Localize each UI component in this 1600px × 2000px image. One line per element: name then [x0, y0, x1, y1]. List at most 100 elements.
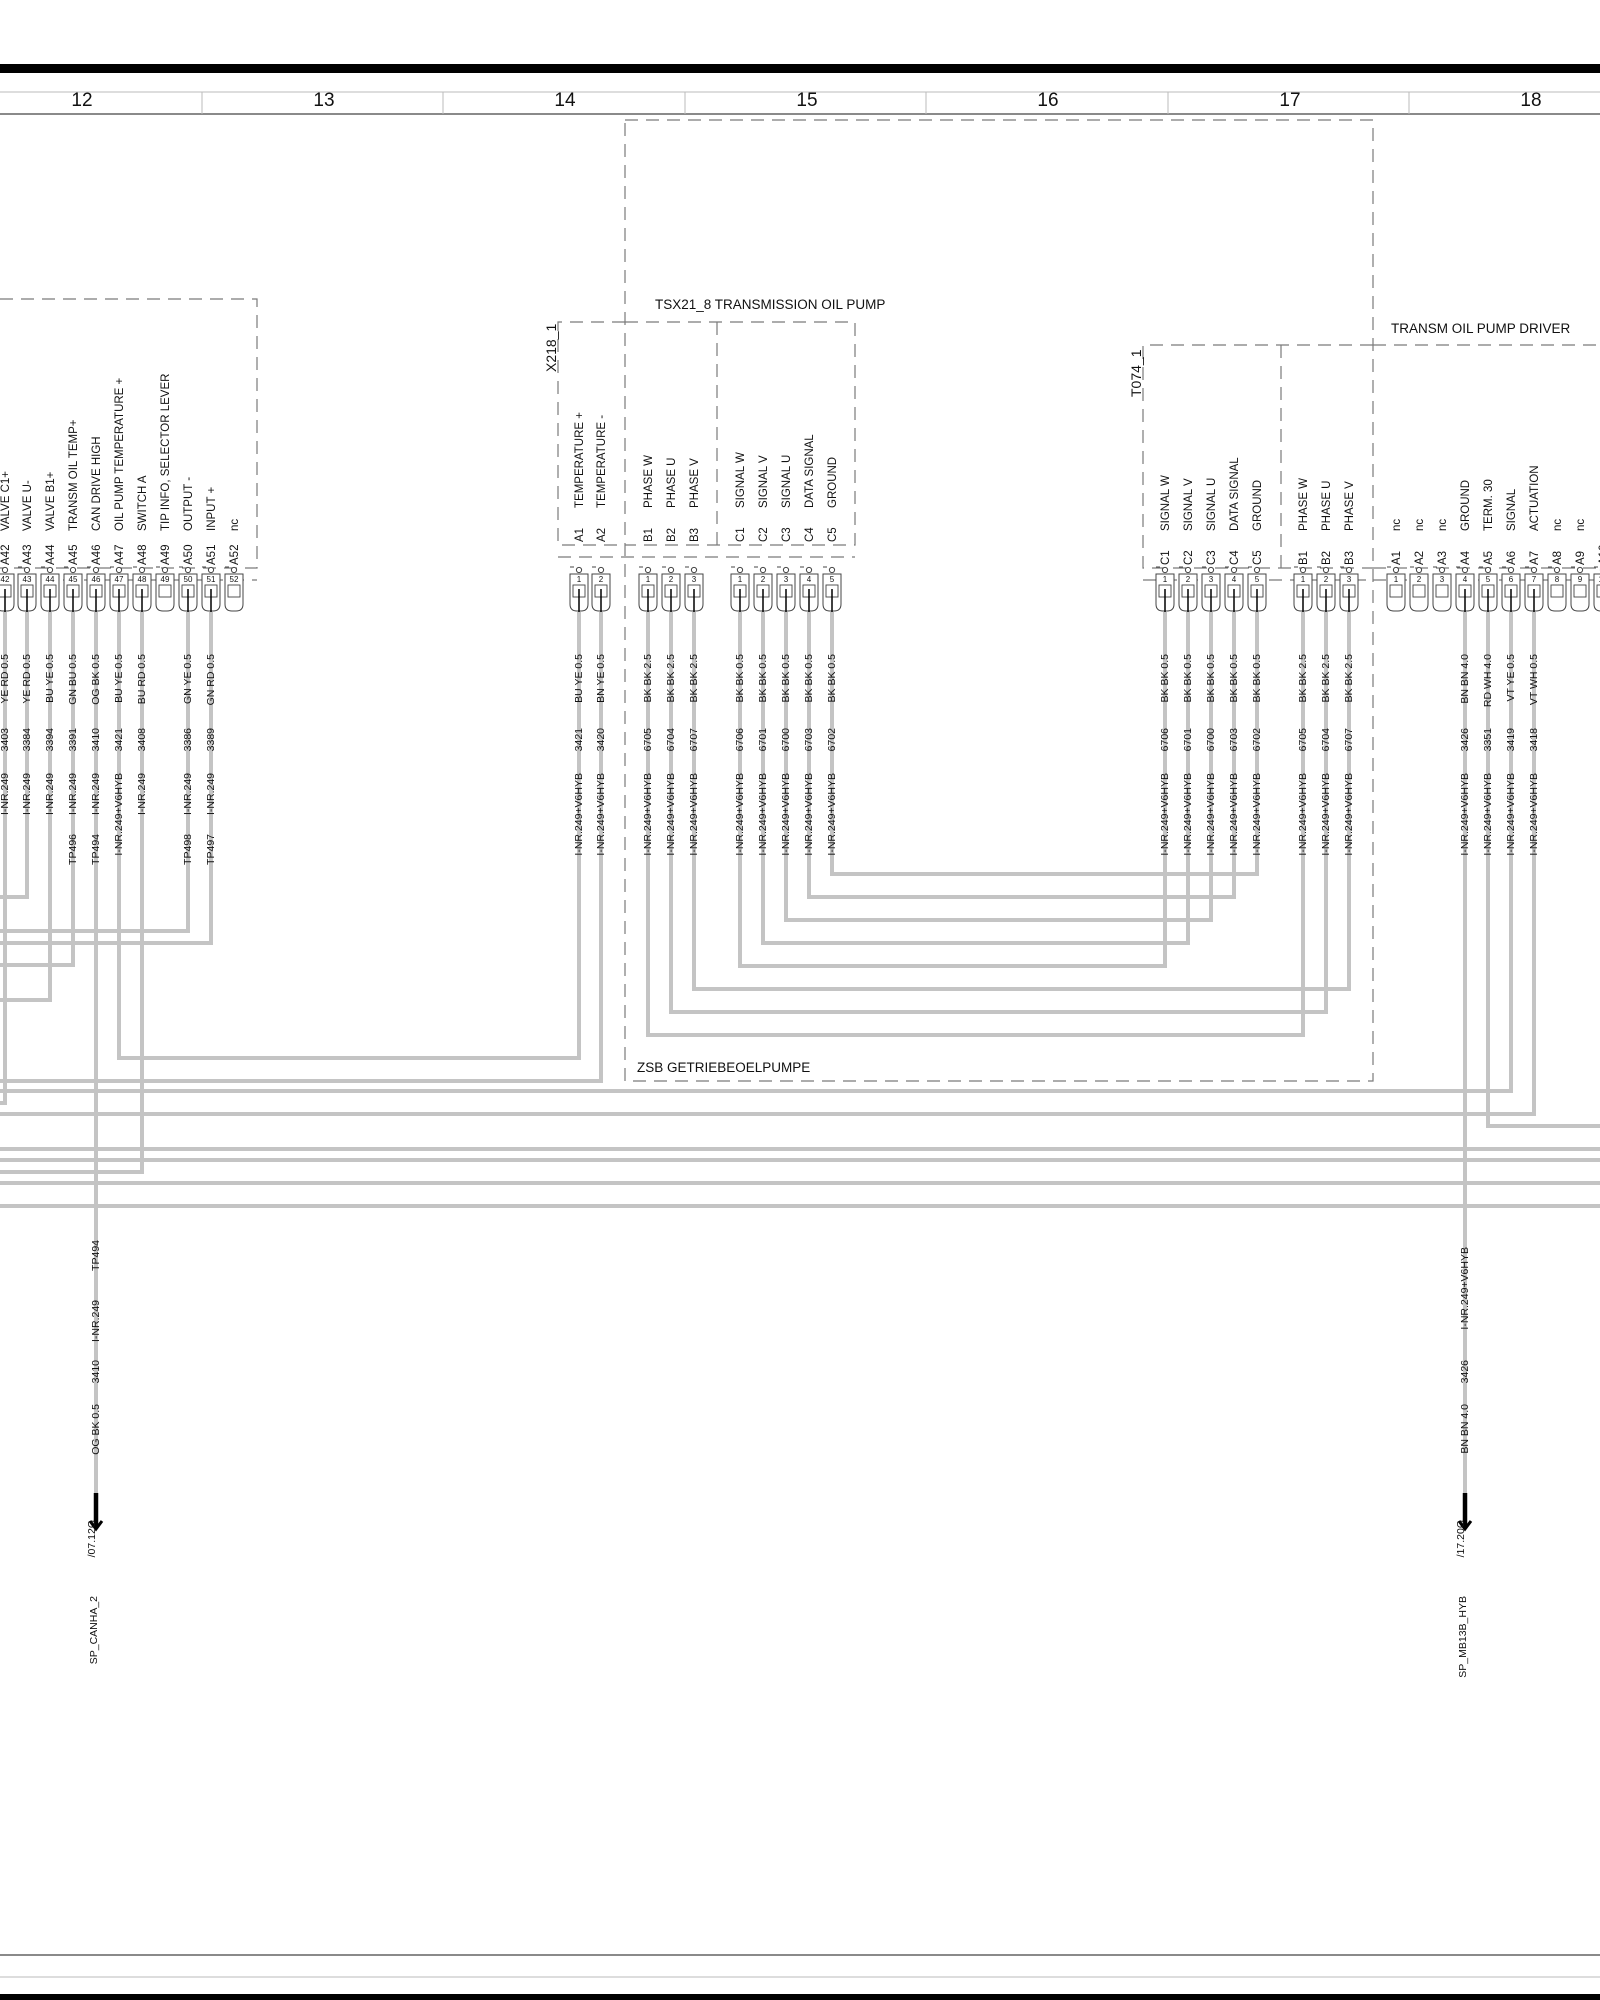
pin-function-label: PHASE W	[1298, 478, 1310, 531]
cavity-number: 5	[1486, 575, 1491, 584]
pin-label: A48	[137, 545, 149, 565]
connector-cavity[interactable]: 1	[638, 566, 658, 612]
connector-cavity[interactable]: 8	[1547, 566, 1567, 612]
wire	[0, 612, 1536, 1116]
wire	[0, 612, 7, 1105]
wire	[0, 612, 75, 967]
terminal-icon	[158, 584, 172, 598]
connector-cavity[interactable]: 5	[822, 566, 842, 612]
pin-contact-icon	[805, 566, 813, 574]
wire-number-label: 6702	[826, 728, 838, 752]
pin-function-label: INPUT +	[206, 487, 218, 531]
wire-number-label: 3384	[21, 728, 33, 752]
connector-cavity[interactable]: 9	[1570, 566, 1590, 612]
connector-cavity[interactable]: 1	[1155, 566, 1175, 612]
cavity-number: 51	[207, 575, 216, 584]
wire-harness-label: I-NR.249	[44, 773, 56, 815]
connector-cavity[interactable]: 1	[730, 566, 750, 612]
connector-cavity[interactable]: 50	[178, 566, 198, 612]
splice-wire-number: 3426	[1459, 1360, 1471, 1384]
wire-number-label: 3419	[1505, 728, 1517, 752]
wire-color-label: BK BK 2.5	[688, 654, 700, 703]
pin-function-label: GROUND	[1252, 480, 1264, 531]
connector-cavity[interactable]: 3	[684, 566, 704, 612]
connector-cavity[interactable]: 4	[1455, 566, 1475, 612]
wire-color-label: BK BK 0.5	[780, 654, 792, 703]
wire-harness-label: I-NR.249+V6HYB	[780, 773, 792, 856]
pin-label: C4	[804, 527, 816, 542]
pin-function-label: nc	[1575, 519, 1587, 531]
pin-label: B3	[689, 528, 701, 542]
connector-cavity[interactable]: 5	[1478, 566, 1498, 612]
connector-cavity[interactable]: 44	[40, 566, 60, 612]
connector-cavity[interactable]: 3	[776, 566, 796, 612]
connector-cavity[interactable]: 42	[0, 566, 15, 612]
connector-cavity[interactable]: 1	[1293, 566, 1313, 612]
connector-cavity[interactable]: 43	[17, 566, 37, 612]
connector-cavity[interactable]: 2	[1316, 566, 1336, 612]
connector-cavity[interactable]: 2	[1409, 566, 1429, 612]
connector-cavity[interactable]: 2	[591, 566, 611, 612]
connector-cavity[interactable]: 47	[109, 566, 129, 612]
pin-function-label: OUTPUT -	[183, 477, 195, 531]
connector-cavity[interactable]: 2	[1178, 566, 1198, 612]
connector-cavity[interactable]: 3	[1201, 566, 1221, 612]
wire-harness-label: I-NR.249	[90, 773, 102, 815]
wire-number-label: 6707	[1343, 728, 1355, 752]
wire-color-label: OG BK 0.5	[90, 654, 102, 705]
wire-number-label: 6706	[1159, 728, 1171, 752]
pin-function-label: TIP INFO, SELECTOR LEVER	[160, 374, 172, 531]
wire-number-label: 6705	[642, 728, 654, 752]
cavity-number: 5	[1255, 575, 1260, 584]
wire-color-label: BK BK 0.5	[803, 654, 815, 703]
test-point-label: TP496	[67, 834, 79, 865]
connector-cavity[interactable]: 45	[63, 566, 83, 612]
pin-label: A7	[1529, 551, 1541, 565]
pin-contact-icon	[1161, 566, 1169, 574]
cavity-number: 49	[161, 575, 170, 584]
connector-cavity[interactable]: 2	[753, 566, 773, 612]
terminal-icon	[1550, 584, 1564, 598]
connector-cavity[interactable]: 10	[1593, 566, 1600, 612]
pin-label: B2	[1321, 551, 1333, 565]
cavity-number: 3	[784, 575, 789, 584]
connector-cavity[interactable]: 1	[569, 566, 589, 612]
wire-number-label: 6700	[780, 728, 792, 752]
splice-sp-canha-2[interactable]	[88, 1493, 104, 1532]
pin-function-label: SIGNAL V	[1183, 478, 1195, 531]
pin-contact-icon	[782, 566, 790, 574]
wire-number-label: 6703	[1228, 728, 1240, 752]
pin-contact-icon	[138, 566, 146, 574]
cavity-number: 44	[46, 575, 55, 584]
connector-cavity[interactable]: 46	[86, 566, 106, 612]
connector-cavity[interactable]: 4	[799, 566, 819, 612]
connector-cavity[interactable]: 48	[132, 566, 152, 612]
splice-sp-mb13b-hyb[interactable]	[1457, 1493, 1473, 1532]
cavity-number: 1	[1301, 575, 1306, 584]
cavity-number: 7	[1532, 575, 1537, 584]
connector-cavity[interactable]: 51	[201, 566, 221, 612]
connector-cavity[interactable]: 4	[1224, 566, 1244, 612]
wire-color-label: RD WH 4.0	[1482, 654, 1494, 707]
connector-cavity[interactable]: 7	[1524, 566, 1544, 612]
cavity-number: 42	[1, 575, 10, 584]
wire-harness-label: I-NR.249+V6HYB	[1297, 773, 1309, 856]
pin-function-label: CAN DRIVE HIGH	[91, 436, 103, 531]
connector-cavity[interactable]: 1	[1386, 566, 1406, 612]
connector-cavity[interactable]: 52	[224, 566, 244, 612]
connector-cavity[interactable]: 49	[155, 566, 175, 612]
connector-cavity[interactable]: 6	[1501, 566, 1521, 612]
cavity-number: 8	[1555, 575, 1560, 584]
connector-cavity[interactable]: 3	[1339, 566, 1359, 612]
terminal-icon	[1389, 584, 1403, 598]
splice-harness-label: I-NR.249+V6HYB	[1459, 1247, 1471, 1330]
connector-cavity[interactable]: 3	[1432, 566, 1452, 612]
connector-cavity[interactable]: 2	[661, 566, 681, 612]
wire-number-label: 3403	[0, 728, 11, 752]
wire-harness-label: I-NR.249+V6HYB	[1482, 773, 1494, 856]
wire-color-label: BK BK 0.5	[1251, 654, 1263, 703]
connector-cavity[interactable]: 5	[1247, 566, 1267, 612]
wire-harness-label: I-NR.249	[136, 773, 148, 815]
pin-label: A2	[596, 528, 608, 542]
